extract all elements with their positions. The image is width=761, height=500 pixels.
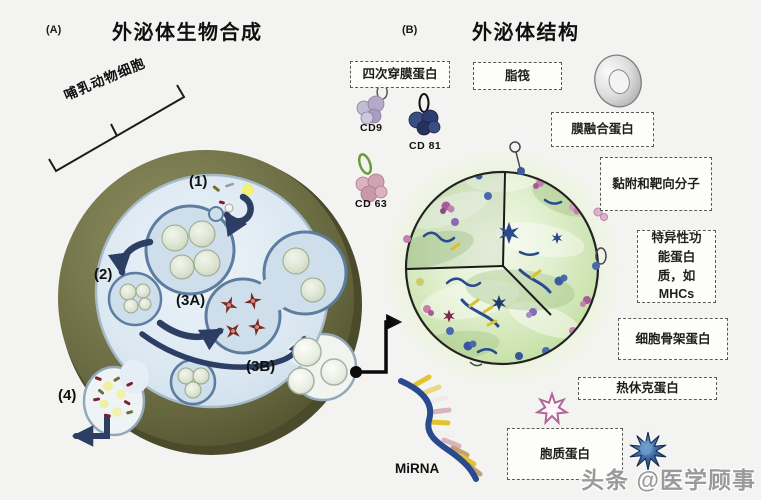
step-3b-label: (3B) xyxy=(246,358,276,375)
exosome-sphere xyxy=(380,141,624,390)
cd9-label: CD9 xyxy=(360,122,383,134)
cd81-protein xyxy=(408,93,441,136)
box-heat-shock: 热休克蛋白 xyxy=(578,377,717,400)
box-lipid-raft: 脂筏 xyxy=(473,62,562,90)
secreted-specks xyxy=(93,376,134,418)
box-adhesion-targeting: 黏附和靶向分子 xyxy=(600,157,712,211)
cd63-protein xyxy=(355,153,388,203)
heat-shock-star-icon xyxy=(534,390,570,426)
cargo-rna-ticks xyxy=(450,242,542,327)
panel-a-title: 外泌体生物合成 xyxy=(112,22,263,44)
box-tetraspanin: 四次穿膜蛋白 xyxy=(350,61,450,88)
step-2-label: (2) xyxy=(94,266,113,283)
surface-proteins xyxy=(403,141,608,367)
released-exosomes xyxy=(287,337,348,395)
mvb-left xyxy=(107,271,163,327)
cd63-label: CD 63 xyxy=(355,198,388,210)
magnifier-pointer xyxy=(350,313,403,378)
box-specific-function: 特异性功能蛋白质，如MHCs xyxy=(637,230,716,303)
degradation-stars xyxy=(220,292,266,338)
panel-b-title: 外泌体结构 xyxy=(472,22,580,44)
cutaway-lines xyxy=(406,171,552,316)
endocytosis-cargo-specks xyxy=(212,182,254,213)
box-cytoskeleton: 细胞骨架蛋白 xyxy=(618,318,728,360)
mvb-lysosome-fusion xyxy=(204,230,348,355)
cd81-label: CD 81 xyxy=(409,140,442,152)
cd9-protein xyxy=(356,84,388,125)
mirna-strand xyxy=(398,374,483,482)
mirna-label: MiRNA xyxy=(395,461,440,476)
mvb-early-endosome xyxy=(144,204,236,296)
membrane-torus xyxy=(594,54,642,108)
box-membrane-fusion: 膜融合蛋白 xyxy=(551,112,654,147)
mvb-bottom xyxy=(169,358,217,406)
cell-label-bracket xyxy=(48,84,186,173)
cargo-rna-squiggles xyxy=(422,198,563,355)
step-3a-label: (3A) xyxy=(176,292,206,309)
cargo-starbursts xyxy=(443,222,563,323)
cytoplasmic-starburst-icon xyxy=(629,431,667,471)
panel-a-tag: (A) xyxy=(46,24,62,36)
watermark: 头条 @医学顾事 xyxy=(581,467,756,493)
panel-b-tag: (B) xyxy=(402,24,418,36)
box-cytoplasmic: 胞质蛋白 xyxy=(507,428,623,480)
step-4-label: (4) xyxy=(58,387,77,404)
step-1-label: (1) xyxy=(189,173,208,190)
